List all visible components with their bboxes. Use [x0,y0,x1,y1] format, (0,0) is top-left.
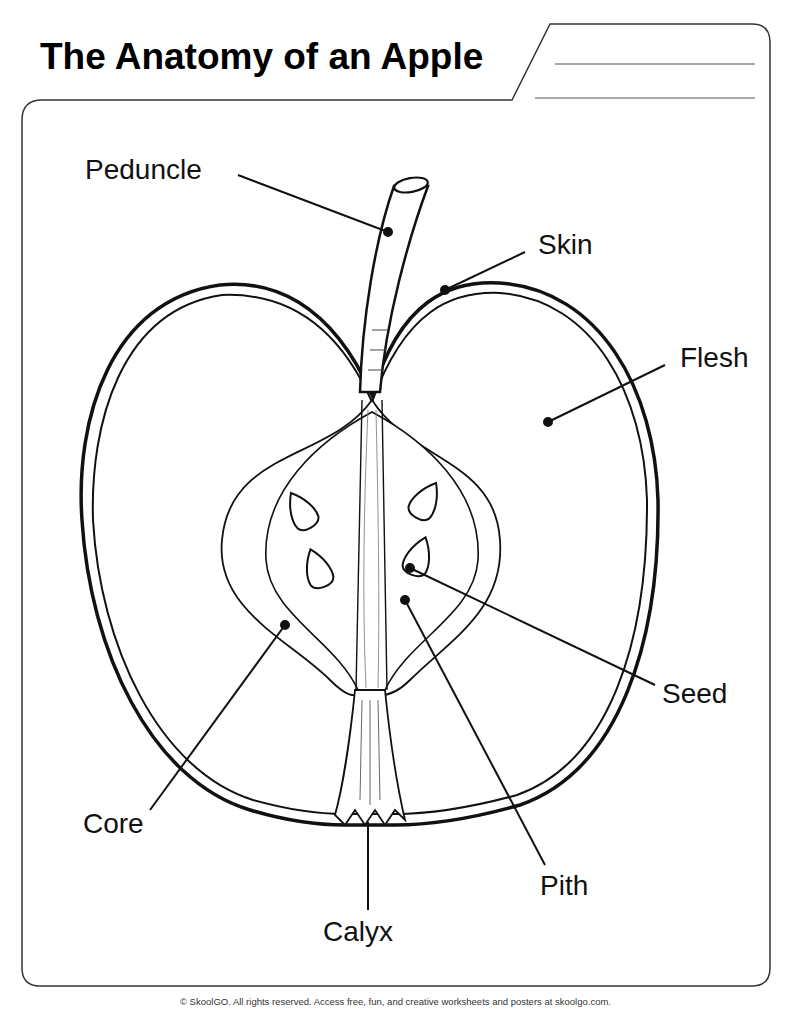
calyx-texture [360,700,380,805]
leader-dot [441,286,449,294]
worksheet-title: The Anatomy of an Apple [40,36,483,78]
apple-calyx [335,690,405,825]
leader-line [548,365,665,422]
apple-seed [299,545,336,591]
vascular-line [364,410,368,688]
page-frame [22,24,770,986]
leader-line [445,252,525,290]
part-label: Skin [538,229,592,261]
leader-dot [406,564,414,572]
vascular-line [376,410,379,688]
leader-line [410,568,655,685]
leader-lines [150,175,665,910]
part-label: Seed [662,678,727,710]
part-label: Peduncle [85,154,202,186]
leader-line [238,175,388,232]
leader-line [367,822,369,910]
date-line [535,97,755,98]
seed-chamber [266,412,478,690]
leader-dot [384,228,392,236]
leader-line [405,600,545,865]
apple-seed [405,477,447,524]
vascular-line [356,400,362,690]
part-label: Pith [540,870,588,902]
stem-texture [368,330,388,370]
part-label: Flesh [680,342,748,374]
footer-note: © SkoolGO. All rights reserved. Access f… [0,996,791,1007]
apple-stem [360,186,428,392]
stem-cut [393,175,429,195]
part-label: Core [83,808,144,840]
apple-seed [280,487,322,534]
leader-dot [401,596,409,604]
apple-core [222,400,501,695]
vascular-line [382,400,387,690]
name-line [555,63,755,64]
part-label: Calyx [323,916,393,948]
leader-dot [544,418,552,426]
leader-line [150,625,285,810]
leader-dot [281,621,289,629]
